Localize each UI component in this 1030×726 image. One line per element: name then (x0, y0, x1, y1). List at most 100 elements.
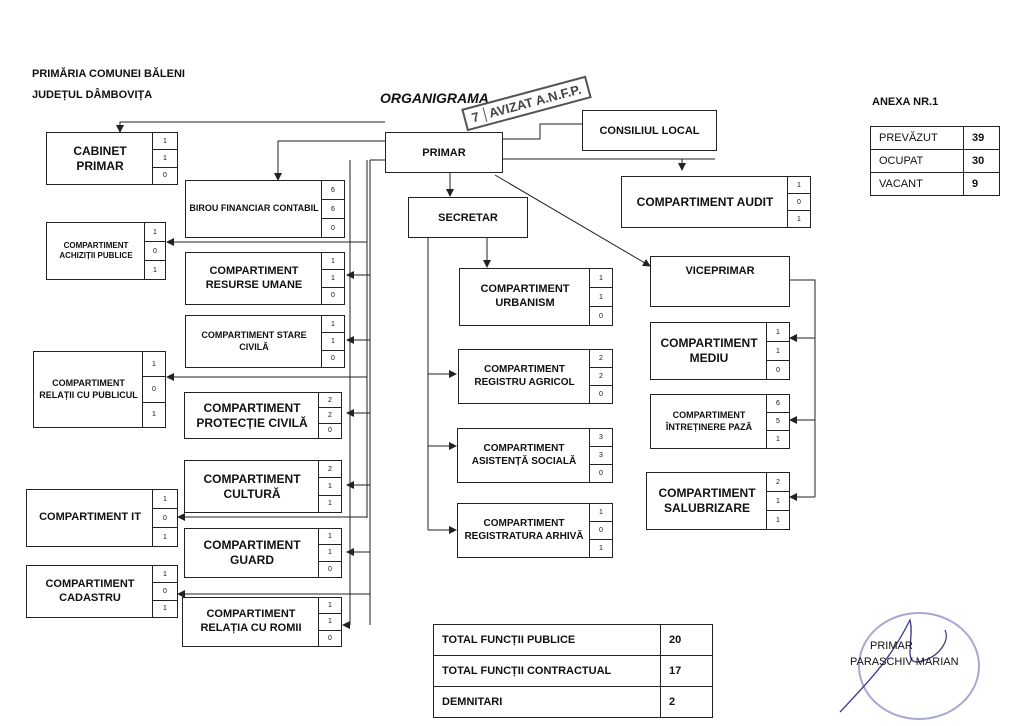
unit-salubrizare: COMPARTIMENT SALUBRIZARE 2 1 1 (646, 472, 790, 530)
unit-name: COMPARTIMENT REGISTRU AGRICOL (474, 364, 575, 388)
unit-vacant: 1 (143, 401, 165, 427)
unit-ocupat: 0 (153, 508, 177, 527)
institution-name: PRIMĂRIA COMUNEI BĂLENI (32, 68, 185, 80)
unit-ocupat: 2 (590, 367, 612, 385)
unit-guard: COMPARTIMENT GUARD 1 1 0 (184, 528, 342, 578)
unit-prevazut: 1 (599, 509, 603, 516)
unit-mediu: COMPARTIMENT MEDIU 1 1 0 (650, 322, 790, 380)
unit-name: COMPARTIMENT STARE CIVILĂ (201, 330, 307, 352)
unit-prevazut: 2 (776, 478, 780, 486)
consiliu-local-box: CONSILIUL LOCAL (582, 110, 717, 151)
unit-ocupat: 1 (319, 613, 341, 629)
unit-vacant: 0 (590, 464, 612, 482)
unit-prevazut: 3 (599, 434, 603, 441)
unit-prevazut: 2 (328, 396, 332, 404)
unit-name: COMPARTIMENT ÎNTREȚINERE PAZĂ (665, 410, 753, 432)
totals-label: TOTAL FUNCȚII PUBLICE (433, 624, 661, 656)
unit-ocupat: 1 (590, 287, 612, 306)
unit-ocupat: 1 (322, 332, 344, 349)
unit-vacant: 0 (590, 306, 612, 325)
unit-prevazut: 2 (599, 355, 603, 362)
unit-name: COMPARTIMENT URBANISM (480, 283, 570, 309)
signature-name: PARASCHIV MARIAN (850, 656, 959, 668)
secretar-label: SECRETAR (438, 211, 498, 224)
totals-value: 20 (660, 624, 713, 656)
unit-asistenta-sociala: COMPARTIMENT ASISTENȚĂ SOCIALĂ 3 3 0 (457, 428, 613, 483)
unit-registru-agricol: COMPARTIMENT REGISTRU AGRICOL 2 2 0 (458, 349, 613, 404)
unit-prevazut: 1 (797, 181, 801, 189)
unit-vacant: 0 (590, 385, 612, 403)
positions-label: OCUPAT (869, 149, 965, 173)
unit-ocupat: 2 (319, 407, 341, 422)
unit-vacant: 0 (319, 422, 341, 438)
unit-name: COMPARTIMENT RESURSE UMANE (205, 264, 303, 291)
unit-name: COMPARTIMENT ASISTENȚĂ SOCIALĂ (471, 443, 577, 467)
unit-birou-financiar: BIROU FINANCIAR CONTABIL 6 6 0 (185, 180, 345, 238)
viceprimar-label: VICEPRIMAR (685, 265, 755, 277)
unit-ocupat: 1 (153, 149, 177, 166)
unit-name: COMPARTIMENT CULTURĂ (203, 471, 301, 501)
unit-name: CABINET PRIMAR (73, 143, 127, 173)
primar-box: PRIMAR (385, 132, 503, 173)
unit-relatii-publicul: COMPARTIMENT RELAȚII CU PUBLICUL 1 0 1 (33, 351, 166, 428)
totals-row: TOTAL FUNCȚII CONTRACTUAL 17 (433, 655, 713, 687)
unit-prevazut: 1 (331, 320, 335, 328)
county-name: JUDEȚUL DÂMBOVIȚA (32, 89, 153, 101)
positions-row: OCUPAT 30 (869, 149, 1000, 173)
unit-prevazut: 6 (331, 186, 335, 194)
unit-vacant: 0 (319, 629, 341, 646)
unit-urbanism: COMPARTIMENT URBANISM 1 1 0 (459, 268, 613, 326)
unit-ocupat: 1 (322, 269, 344, 286)
unit-vacant: 1 (767, 510, 789, 529)
official-seal (858, 612, 980, 720)
unit-prevazut: 1 (331, 257, 335, 265)
unit-prevazut: 1 (328, 602, 332, 610)
positions-row: VACANT 9 (869, 172, 1000, 196)
primar-label: PRIMAR (422, 146, 466, 159)
unit-prevazut: 1 (163, 570, 167, 578)
unit-name: COMPARTIMENT SALUBRIZARE (658, 486, 756, 515)
unit-ocupat: 3 (590, 446, 612, 464)
unit-relatia-romii: COMPARTIMENT RELAȚIA CU ROMII 1 1 0 (182, 597, 342, 647)
unit-name: COMPARTIMENT PROTECȚIE CIVILĂ (196, 400, 308, 430)
unit-prevazut: 1 (153, 228, 157, 236)
unit-vacant: 0 (322, 349, 344, 367)
consiliu-label: CONSILIUL LOCAL (599, 124, 700, 137)
unit-cabinet-primar: CABINET PRIMAR 1 1 0 (46, 132, 178, 185)
unit-prevazut: 6 (776, 400, 780, 407)
unit-ocupat: 1 (319, 544, 341, 560)
unit-name: BIROU FINANCIAR CONTABIL (189, 203, 319, 214)
unit-prevazut: 1 (328, 533, 332, 541)
secretar-box: SECRETAR (408, 197, 528, 238)
unit-cadastru: COMPARTIMENT CADASTRU 1 0 1 (26, 565, 178, 618)
unit-stare-civila: COMPARTIMENT STARE CIVILĂ 1 1 0 (185, 315, 345, 368)
unit-prevazut: 2 (328, 465, 332, 473)
totals-label: DEMNITARI (433, 686, 661, 718)
totals-value: 17 (660, 655, 713, 687)
unit-ocupat: 1 (767, 341, 789, 360)
unit-ocupat: 1 (767, 491, 789, 510)
unit-intretinere-paza: COMPARTIMENT ÎNTREȚINERE PAZĂ 6 5 1 (650, 394, 790, 449)
totals-row: TOTAL FUNCȚII PUBLICE 20 (433, 624, 713, 656)
unit-ocupat: 0 (590, 521, 612, 539)
unit-registratura-arhiva: COMPARTIMENT REGISTRATURA ARHIVĂ 1 0 1 (457, 503, 613, 558)
unit-vacant: 1 (319, 494, 341, 512)
unit-name: COMPARTIMENT CADASTRU (45, 577, 135, 604)
unit-name: COMPARTIMENT RELAȚII CU PUBLICUL (39, 378, 138, 400)
unit-achizitii-publice: COMPARTIMENT ACHIZIȚII PUBLICE 1 0 1 (46, 222, 166, 280)
unit-prevazut: 1 (152, 360, 156, 368)
unit-ocupat: 0 (143, 376, 165, 401)
unit-ocupat: 6 (322, 199, 344, 218)
unit-audit: COMPARTIMENT AUDIT 1 0 1 (621, 176, 811, 228)
positions-label: VACANT (869, 172, 965, 196)
positions-value: 30 (963, 149, 1000, 173)
viceprimar-box: VICEPRIMAR (650, 256, 790, 307)
unit-name: COMPARTIMENT ACHIZIȚII PUBLICE (59, 241, 133, 260)
totals-label: TOTAL FUNCȚII CONTRACTUAL (433, 655, 661, 687)
annex-label: ANEXA NR.1 (872, 96, 939, 108)
unit-vacant: 1 (788, 210, 810, 227)
unit-name: COMPARTIMENT IT (39, 511, 141, 524)
unit-ocupat: 5 (767, 412, 789, 430)
positions-value: 9 (963, 172, 1000, 196)
